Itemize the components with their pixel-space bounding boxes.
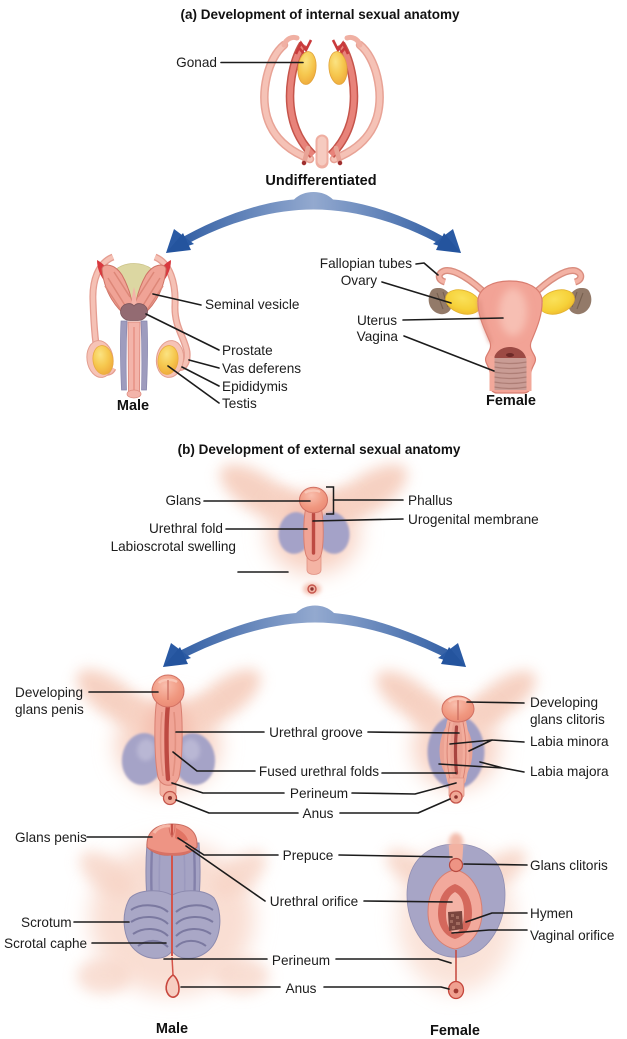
svg-text:(a) Development of internal se: (a) Development of internal sexual anato… (180, 7, 460, 22)
svg-text:Urogenital membrane: Urogenital membrane (408, 512, 539, 527)
svg-text:Female: Female (486, 393, 536, 409)
svg-text:Gonad: Gonad (176, 55, 217, 70)
svg-text:Scrotal caphe: Scrotal caphe (4, 936, 87, 951)
svg-text:Urethral orifice: Urethral orifice (270, 894, 358, 909)
svg-text:glans clitoris: glans clitoris (530, 712, 605, 727)
svg-text:Glans penis: Glans penis (15, 830, 87, 845)
svg-text:Glans clitoris: Glans clitoris (530, 858, 608, 873)
svg-text:Ovary: Ovary (341, 273, 377, 288)
svg-text:Phallus: Phallus (408, 493, 453, 508)
svg-text:Male: Male (117, 398, 149, 414)
svg-text:Fused urethral folds: Fused urethral folds (259, 764, 379, 779)
svg-text:Glans: Glans (165, 493, 201, 508)
svg-text:Labioscrotal swelling: Labioscrotal swelling (111, 539, 236, 554)
svg-text:Labia majora: Labia majora (530, 764, 609, 779)
svg-text:Hymen: Hymen (530, 906, 573, 921)
svg-text:(b) Development of external se: (b) Development of external sexual anato… (178, 442, 461, 457)
svg-text:Urethral fold: Urethral fold (149, 521, 223, 536)
svg-text:Urethral groove: Urethral groove (269, 725, 363, 740)
svg-text:Vagina: Vagina (357, 329, 399, 344)
svg-text:Testis: Testis (222, 396, 257, 411)
svg-text:Female: Female (430, 1023, 480, 1039)
svg-text:Developing: Developing (530, 695, 598, 710)
svg-text:Perineum: Perineum (290, 786, 348, 801)
svg-text:Prostate: Prostate (222, 343, 273, 358)
svg-text:Prepuce: Prepuce (283, 848, 334, 863)
svg-text:glans penis: glans penis (15, 702, 84, 717)
svg-text:Vas deferens: Vas deferens (222, 361, 301, 376)
svg-text:Male: Male (156, 1021, 188, 1037)
svg-text:Labia minora: Labia minora (530, 734, 609, 749)
svg-text:Developing: Developing (15, 685, 83, 700)
svg-text:Perineum: Perineum (272, 953, 330, 968)
svg-text:Uterus: Uterus (357, 313, 397, 328)
svg-text:Anus: Anus (286, 981, 317, 996)
svg-text:Anus: Anus (303, 806, 334, 821)
svg-text:Vaginal orifice: Vaginal orifice (530, 928, 614, 943)
svg-text:Epididymis: Epididymis (222, 379, 288, 394)
svg-text:Undifferentiated: Undifferentiated (265, 173, 376, 189)
svg-text:Scrotum: Scrotum (21, 915, 72, 930)
svg-text:Fallopian tubes: Fallopian tubes (320, 256, 412, 271)
svg-text:Seminal vesicle: Seminal vesicle (205, 297, 299, 312)
